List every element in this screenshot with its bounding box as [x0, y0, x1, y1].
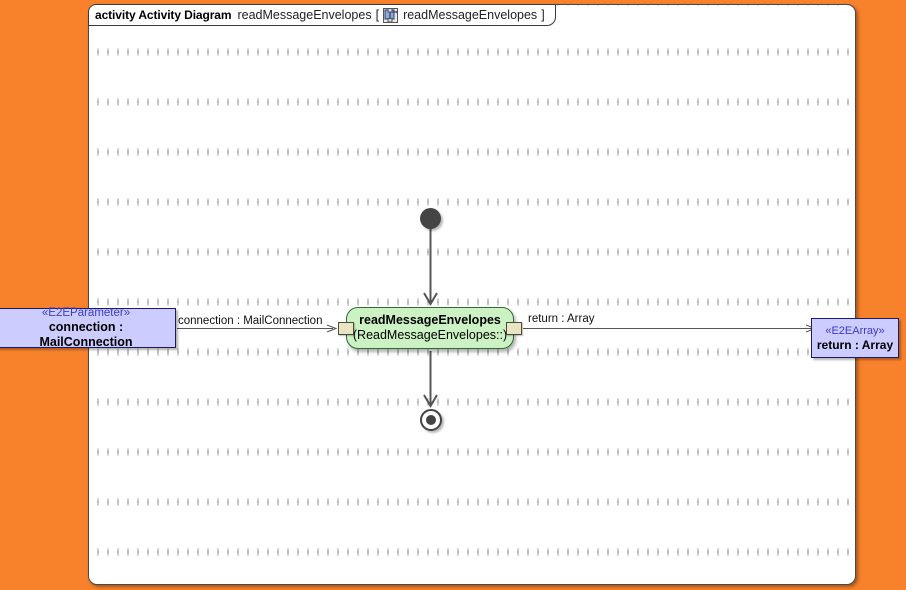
- array-node-stereotype: «E2EArray»: [825, 324, 885, 337]
- activity-parameter-icon: [383, 7, 399, 23]
- edge-label-return: return : Array: [528, 313, 595, 325]
- array-node-label: return : Array: [816, 337, 894, 352]
- input-pin[interactable]: [338, 322, 354, 335]
- parameter-node-label: connection : MailConnection: [39, 320, 133, 349]
- frame-keyword: activity Activity Diagram: [95, 8, 232, 22]
- activity-parameter-node-connection[interactable]: «E2EParameter» connection : MailConnecti…: [0, 307, 176, 349]
- parameter-node-stereotype: «E2EParameter»: [41, 307, 131, 319]
- edge-label-connection: connection : MailConnection: [178, 315, 323, 327]
- activity-parameter-node-return[interactable]: «E2EArray» return : Array: [811, 318, 899, 358]
- diagram-frame[interactable]: [88, 4, 856, 585]
- frame-bracket-close: ]: [541, 8, 545, 22]
- initial-node[interactable]: [420, 208, 441, 229]
- activity-final-node[interactable]: [420, 409, 442, 431]
- action-node-subtitle: (ReadMessageEnvelopes::): [352, 328, 508, 342]
- frame-bracket-open: [: [375, 8, 380, 22]
- action-node-title: readMessageEnvelopes: [359, 313, 501, 327]
- frame-header[interactable]: activity Activity Diagram readMessageEnv…: [88, 4, 556, 26]
- frame-diagram-name: readMessageEnvelopes: [237, 8, 372, 22]
- action-node-readmessageenvelopes[interactable]: readMessageEnvelopes (ReadMessageEnvelop…: [346, 307, 514, 349]
- output-pin[interactable]: [506, 322, 522, 335]
- grid-background: [89, 5, 855, 584]
- frame-parameter-name: readMessageEnvelopes: [403, 8, 538, 22]
